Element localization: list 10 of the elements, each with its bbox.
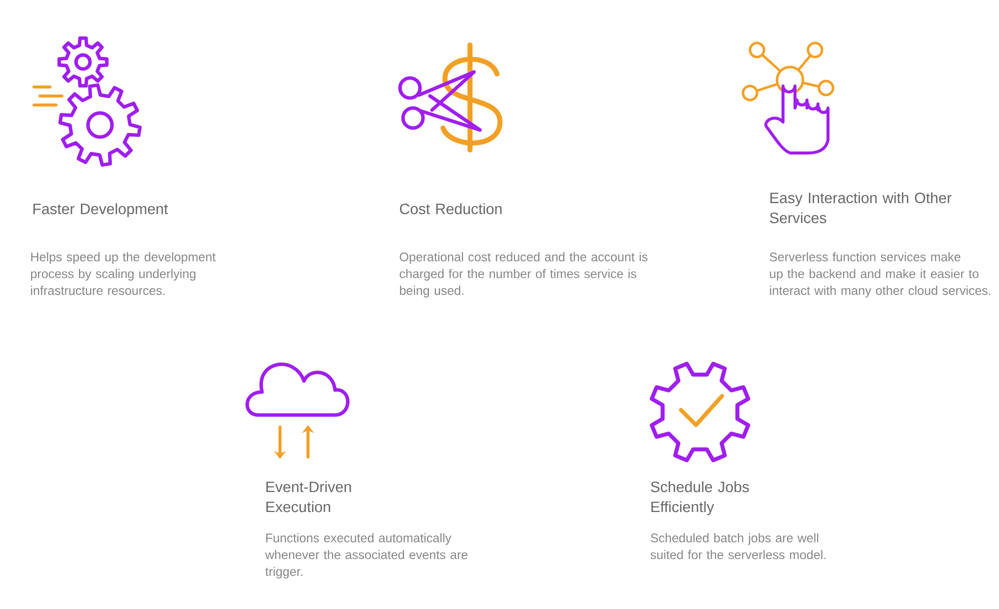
feature-heading: Schedule Jobs Efficiently xyxy=(650,481,749,516)
feature-description: Serverless function services make up the backend and make it easier to interact with many other cloud services. xyxy=(770,252,990,298)
feature-heading: Faster Development xyxy=(33,203,168,218)
feature-description: Functions executed automatically whenever the associated events are trigger. xyxy=(265,533,468,578)
feature-description: Scheduled batch jobs are well suited for the serverless model. xyxy=(650,533,826,560)
feature-description: Helps speed up the development process by scaling underlying infrastructure resources. xyxy=(31,252,216,295)
feature-description: Operational cost reduced and the account is charged for the number of times service is being used. xyxy=(400,252,648,298)
feature-heading: Event-Driven Execution xyxy=(266,481,351,512)
feature-heading: Easy Interaction with Other Services xyxy=(770,192,952,224)
feature-heading: Cost Reduction xyxy=(400,203,502,214)
